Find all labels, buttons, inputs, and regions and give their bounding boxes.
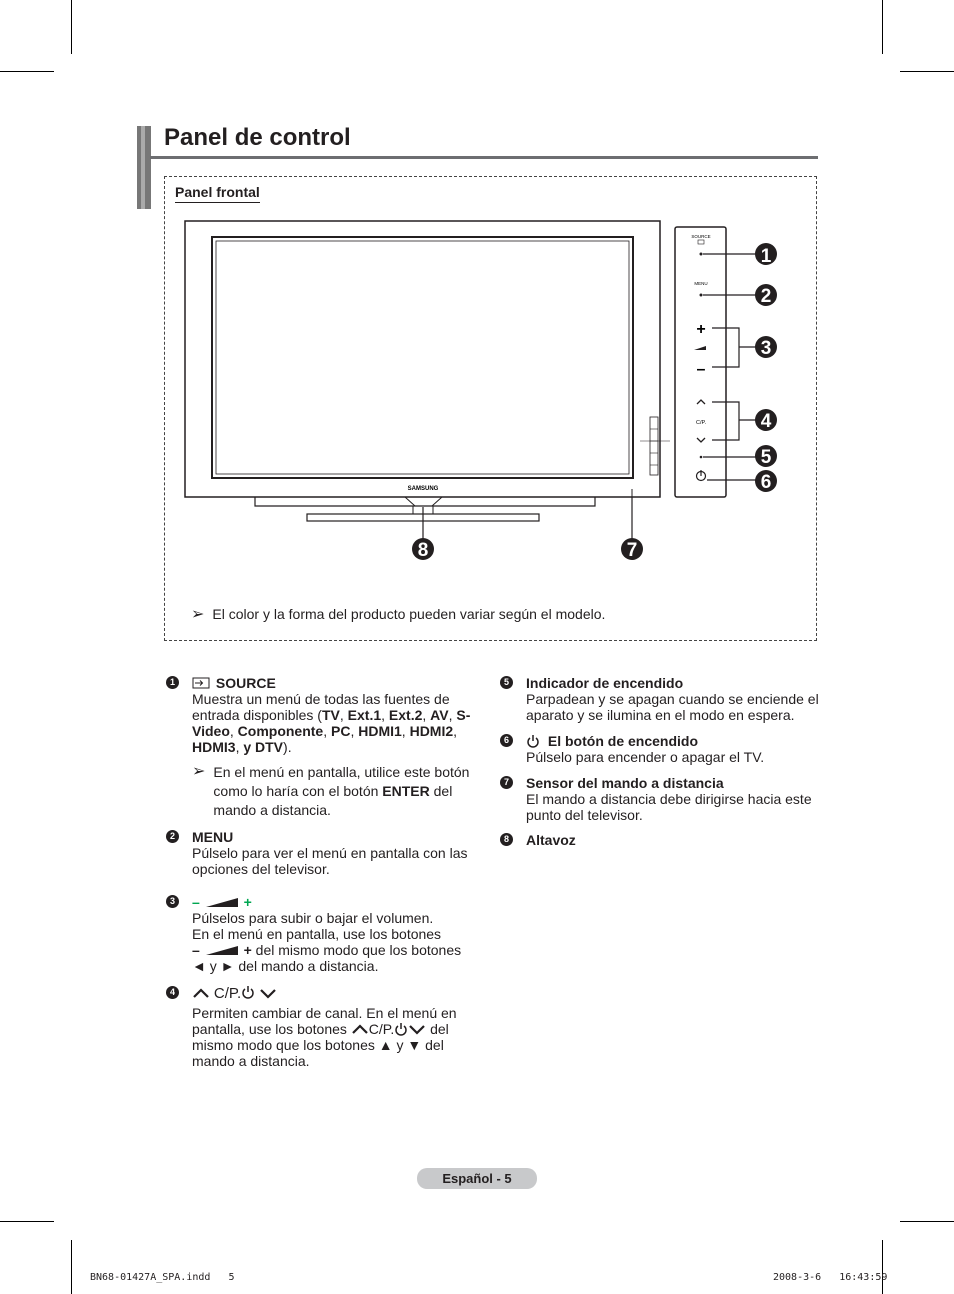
volume-icon	[205, 946, 238, 955]
ch-up-button	[696, 399, 706, 405]
power-indicator	[699, 455, 703, 459]
source-icon	[697, 239, 705, 245]
item-channel: C/P. Permiten cambiar de canal. En el me…	[192, 985, 477, 1070]
item-speaker: Altavoz	[526, 832, 576, 848]
item-number-8: 8	[500, 833, 513, 846]
svg-text:4: 4	[761, 411, 772, 432]
title-accent-bar	[141, 126, 145, 209]
chevron-down-icon	[409, 1025, 425, 1035]
power-icon	[395, 1023, 407, 1036]
callout-1: 1	[755, 243, 777, 267]
svg-text:8: 8	[418, 540, 429, 561]
crop-mark	[0, 1221, 54, 1222]
power-icon	[527, 735, 539, 748]
vol-down-button: –	[697, 361, 706, 378]
crop-mark	[71, 1240, 72, 1294]
volume-icon	[205, 898, 238, 907]
speaker-bar	[254, 497, 596, 507]
chevron-up-icon	[352, 1024, 368, 1034]
svg-text:1: 1	[761, 246, 772, 267]
callout-2: 2	[755, 284, 777, 307]
source-subnote: ➢ En el menú en pantalla, utilice este b…	[192, 763, 470, 818]
note-arrow-icon: ➢	[192, 763, 206, 780]
panel-note: ➢ El color y la forma del producto puede…	[191, 606, 605, 624]
item-number-7: 7	[500, 776, 513, 789]
crop-mark	[900, 1221, 954, 1222]
item-number-1: 1	[166, 676, 179, 689]
cp-label: C/P.	[696, 420, 706, 426]
item-number-2: 2	[166, 830, 179, 843]
vol-up-button: +	[696, 321, 705, 338]
tv-front-diagram: SAMSUNG SOURCE MENU + – C/P. 1 2 3 4	[184, 220, 777, 561]
chevron-up-icon	[193, 988, 209, 998]
svg-text:6: 6	[761, 472, 772, 493]
callout-8: 8	[412, 538, 434, 561]
item-number-6: 6	[500, 734, 513, 747]
note-text: El color y la forma del producto pueden …	[212, 606, 606, 622]
side-buttons-strip	[649, 416, 659, 476]
file-slug: BN68-01427A_SPA.indd 5	[90, 1272, 235, 1283]
panel-label: Panel frontal	[175, 184, 260, 203]
ch-down-button	[696, 437, 706, 443]
crop-mark	[882, 1240, 883, 1294]
source-button	[699, 252, 703, 256]
callout-3: 3	[755, 336, 777, 359]
crop-mark	[71, 0, 72, 54]
item-menu: MENU Púlselo para ver el menú en pantall…	[192, 829, 468, 877]
svg-text:3: 3	[761, 338, 772, 359]
source-label: SOURCE	[691, 234, 710, 239]
callout-4: 4	[755, 409, 777, 432]
front-panel-frame	[164, 176, 817, 641]
date-slug: 2008-3-6 16:43:59	[773, 1272, 888, 1283]
channel-description: Permiten cambiar de canal. En el menú en…	[192, 1005, 457, 1069]
power-icon	[242, 986, 254, 999]
item-number-3: 3	[166, 895, 179, 908]
crop-mark	[882, 0, 883, 54]
tv-screen	[211, 236, 634, 479]
crop-mark	[900, 71, 954, 72]
page-number-badge: Español - 5	[417, 1168, 537, 1189]
source-description: Muestra un menú de todas las fuentes de …	[192, 691, 471, 755]
volume-icon	[694, 346, 706, 350]
title-rule	[150, 156, 818, 159]
page-title: Panel de control	[164, 124, 351, 151]
menu-button	[699, 293, 703, 297]
svg-text:7: 7	[627, 540, 638, 561]
item-volume: – + Púlselos para subir o bajar el volum…	[192, 894, 462, 974]
source-icon	[192, 677, 210, 689]
callout-5: 5	[755, 445, 777, 468]
brand-logo: SAMSUNG	[408, 486, 439, 492]
item-remote-sensor: Sensor del mando a distancia El mando a …	[526, 775, 812, 823]
callout-6: 6	[755, 470, 777, 493]
item-source: SOURCE Muestra un menú de todas las fuen…	[192, 675, 482, 820]
callout-7: 7	[621, 538, 643, 561]
chevron-down-icon	[260, 989, 276, 999]
item-power-indicator: Indicador de encendido Parpadean y se ap…	[526, 675, 819, 723]
menu-label: MENU	[694, 281, 707, 286]
item-number-4: 4	[166, 986, 179, 999]
crop-mark	[0, 71, 54, 72]
svg-text:5: 5	[761, 447, 772, 468]
note-arrow-icon: ➢	[191, 606, 205, 623]
item-power-button: El botón de encendido Púlselo para encen…	[526, 733, 765, 765]
svg-text:2: 2	[761, 286, 772, 307]
item-number-5: 5	[500, 676, 513, 689]
